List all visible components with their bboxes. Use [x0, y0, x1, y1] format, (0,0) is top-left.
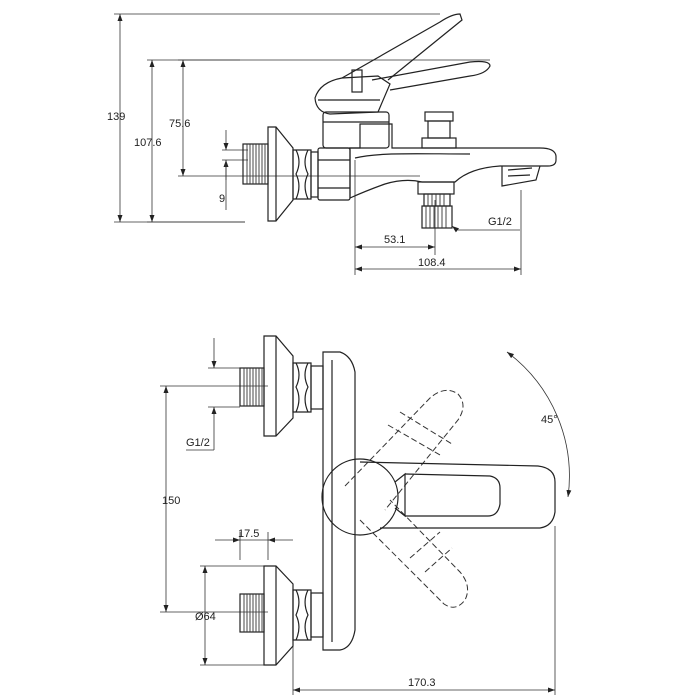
label-diverter-distance: 53.1 — [384, 234, 405, 246]
label-outlet-height: 75.6 — [169, 118, 190, 130]
side-view: 139 107.6 75.6 9 53.1 108.4 G1/2 — [107, 13, 557, 275]
upper-inlet — [239, 335, 324, 437]
top-view: G1/2 150 17.5 Ø64 170.3 45° — [160, 335, 572, 695]
top-extension-lines — [160, 367, 556, 695]
dim-rotation-angle — [506, 351, 572, 498]
lever-ghost-positions — [344, 389, 469, 608]
label-flange-diameter: Ø64 — [195, 611, 216, 623]
label-overall-height: 139 — [107, 111, 125, 123]
leader-thread-side — [451, 225, 520, 233]
diverter-knob — [421, 111, 457, 149]
label-eccentric-length: 17.5 — [238, 528, 259, 540]
side-extension-lines — [114, 13, 522, 275]
dim-thread-top — [186, 338, 217, 451]
label-total-projection: 170.3 — [408, 677, 436, 689]
lever-handle — [314, 13, 491, 115]
label-rotation-angle: 45° — [541, 414, 558, 426]
label-thread-side: G1/2 — [488, 216, 512, 228]
lever-handle-top — [321, 458, 556, 536]
label-thread-top: G1/2 — [186, 437, 210, 449]
eccentric-thread — [242, 143, 269, 185]
label-spout-projection: 108.4 — [418, 257, 446, 269]
label-eccentric-offset: 9 — [219, 193, 225, 205]
shower-outlet — [417, 181, 455, 229]
wall-flange — [267, 126, 294, 222]
lower-inlet — [239, 565, 324, 666]
thread-hatching — [246, 144, 266, 184]
connection-nut — [292, 149, 312, 200]
label-spout-height: 107.6 — [134, 137, 162, 149]
body-collar — [310, 147, 351, 201]
mixer-body — [349, 123, 557, 199]
label-center-distance: 150 — [162, 495, 180, 507]
cartridge-cap — [322, 111, 390, 149]
mixer-body-top — [322, 351, 356, 651]
